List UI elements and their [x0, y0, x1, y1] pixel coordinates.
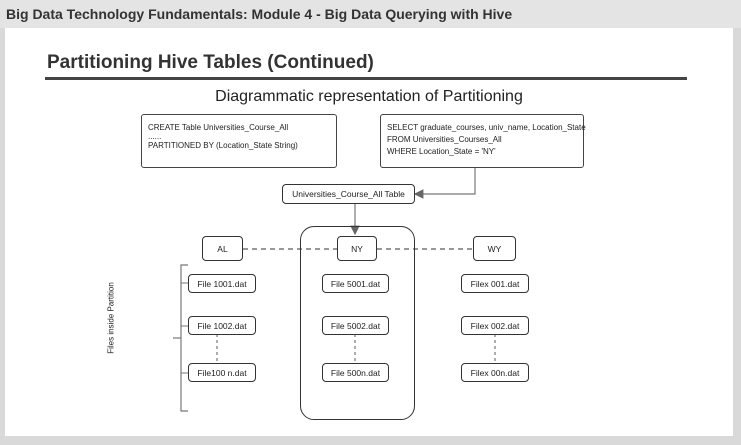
partition-al: AL: [202, 236, 243, 261]
wy-file-1: Filex 001.dat: [461, 274, 529, 293]
ny-file-n: File 500n.dat: [322, 363, 389, 382]
ny-file-1: File 5001.dat: [322, 274, 389, 293]
al-file-1: File 1001.dat: [188, 274, 256, 293]
select-query-box: SELECT graduate_courses, univ_name, Loca…: [380, 114, 586, 168]
ny-partition-group: [300, 226, 415, 420]
header-bar: Big Data Technology Fundamentals: Module…: [0, 0, 741, 28]
partition-wy: WY: [473, 236, 516, 261]
wy-file-2: Filex 002.dat: [461, 316, 529, 335]
slide-title: Partitioning Hive Tables (Continued): [47, 52, 374, 73]
al-file-2: File 1002.dat: [188, 316, 256, 335]
select-line-3: WHERE Location_State = 'NY': [387, 147, 496, 156]
wy-file-n: Filex 00n.dat: [461, 363, 529, 382]
ny-file-2: File 5002.dat: [322, 316, 389, 335]
diagram-title: Diagrammatic representation of Partition…: [215, 88, 523, 105]
title-underline: [45, 77, 687, 80]
files-bracket: [180, 264, 188, 412]
query-arrow: [413, 168, 476, 199]
files-inside-partition-label: Files inside Partition: [106, 282, 116, 354]
create-line-2: ......: [148, 132, 162, 141]
course-title: Big Data Technology Fundamentals: Module…: [6, 6, 513, 22]
select-line-1: SELECT graduate_courses, univ_name, Loca…: [387, 123, 586, 132]
partition-ny: NY: [337, 236, 377, 261]
create-table-box: CREATE Table Universities_Course_All ...…: [141, 114, 337, 168]
select-line-2: FROM Universities_Courses_All: [387, 135, 502, 144]
slide-canvas: Partitioning Hive Tables (Continued) Dia…: [5, 28, 733, 436]
connector-lines: [173, 168, 496, 412]
create-line-1: CREATE Table Universities_Course_All: [148, 123, 289, 132]
al-file-n: File100 n.dat: [188, 363, 256, 382]
create-line-3: PARTITIONED BY (Location_State String): [148, 141, 298, 150]
table-node: Universities_Course_All Table: [282, 184, 415, 204]
